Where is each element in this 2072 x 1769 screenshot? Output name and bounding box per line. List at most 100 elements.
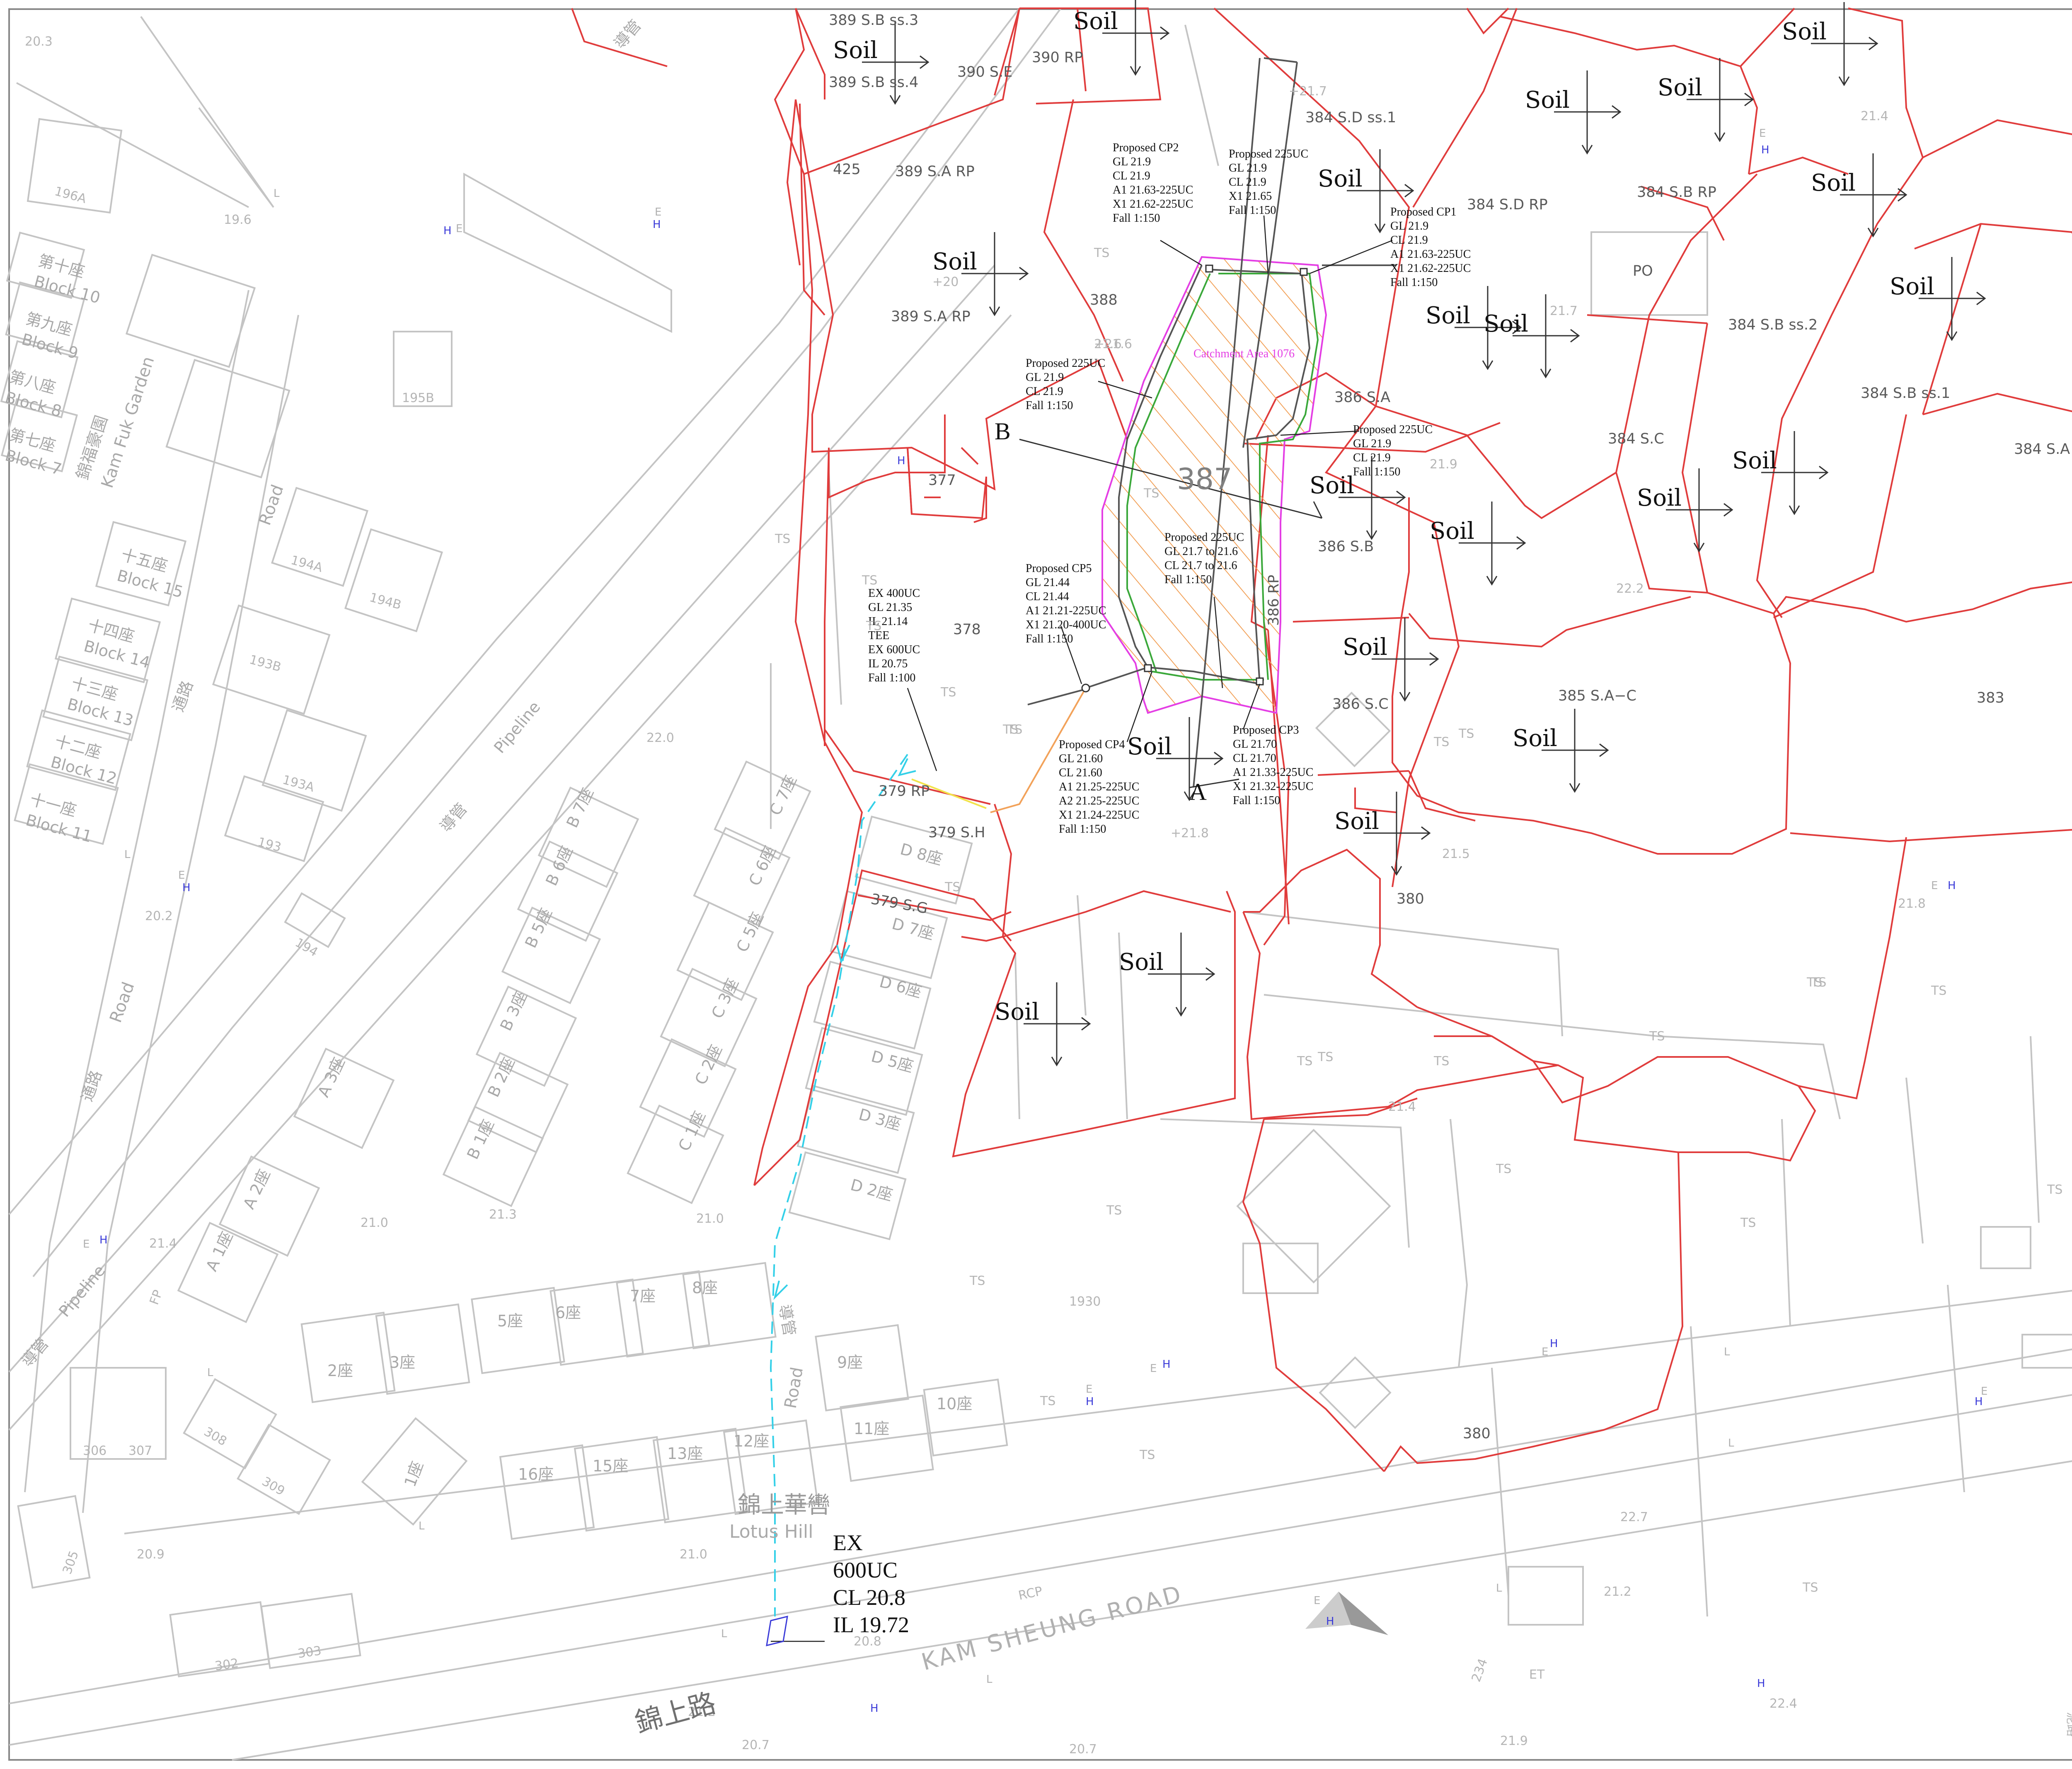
e-marker: E	[1542, 1346, 1548, 1358]
annotation-line: Fall 1:150	[1164, 573, 1212, 586]
h-marker: H	[99, 1234, 108, 1246]
block-label: 5座	[497, 1312, 523, 1330]
e-marker: E	[1150, 1362, 1157, 1375]
ts-labels: TSTSTSTSTSTSTSTSTSTSTSTSTSTSTSTSTSTSTSTS…	[775, 246, 2062, 1595]
soil-label: Soil	[1343, 634, 1387, 661]
block-label: 13座	[667, 1444, 703, 1463]
h-marker: H	[443, 225, 452, 237]
lot-label: 379 S.H	[928, 824, 985, 841]
ts-label: TS	[1649, 1029, 1665, 1044]
block-label: 2座	[327, 1362, 353, 1380]
spot-level: 21.6	[1094, 337, 1122, 351]
soil-label: Soil	[1890, 273, 1934, 300]
soil-cross-symbol	[1459, 502, 1526, 586]
lot-label: 384 S.D RP	[1467, 196, 1548, 213]
ex-outfall-line: IL 19.72	[833, 1612, 909, 1637]
lot-label: 384 S.A	[2014, 441, 2070, 458]
lot-label: 390 RP	[1032, 49, 1083, 66]
annotation-line: Proposed 225UC	[1229, 148, 1308, 160]
lot-label: 377	[928, 472, 956, 489]
h-marker: H	[1086, 1396, 1094, 1408]
ts-label: TS	[1433, 735, 1449, 749]
ex-outfall-line: CL 20.8	[833, 1585, 905, 1610]
ts-label: TS	[862, 573, 877, 588]
annotation-line: A1 21.21-225UC	[1026, 604, 1106, 617]
annotation-line: GL 21.44	[1026, 576, 1070, 589]
h-marker: H	[653, 218, 661, 231]
soil-cross-symbol	[862, 21, 929, 105]
soil-cross-symbol	[1840, 153, 1907, 237]
annotation-line: GL 21.35	[868, 601, 912, 614]
annotation-line: CL 21.9	[1026, 385, 1063, 398]
annotation-line: GL 21.9	[1353, 437, 1391, 450]
lot-label: 383	[1977, 690, 2004, 706]
annotation-line: CL 21.9	[1390, 234, 1428, 247]
annotation-line: Fall 1:150	[1113, 212, 1160, 225]
block-label: 16座	[518, 1465, 554, 1483]
soil-cross-symbol	[961, 232, 1029, 316]
building-number: 307	[128, 1444, 152, 1458]
lot-label: 384 S.D ss.1	[1305, 109, 1396, 126]
annotation-line: X1 21.32-225UC	[1233, 780, 1313, 793]
soil-cross-symbol	[1024, 982, 1091, 1066]
block-label: 8座	[692, 1279, 718, 1297]
base-map-lines	[0, 7, 2072, 1761]
e-marker: E	[1314, 1595, 1320, 1607]
soil-label: Soil	[1119, 949, 1164, 976]
annotation-line: X1 21.62-225UC	[1390, 262, 1471, 275]
spot-level: 21.4	[149, 1236, 177, 1251]
e-marker: E	[1981, 1385, 1987, 1398]
lot-label: 379 RP	[879, 783, 929, 800]
soil-cross-symbol	[1919, 257, 1986, 341]
spot-level: 21.5	[1442, 847, 1470, 861]
l-marker: L	[986, 1673, 992, 1686]
annotation-line: GL 21.7 to 21.6	[1164, 545, 1238, 558]
soil-label: Soil	[1334, 808, 1379, 835]
section-label-b: B	[995, 418, 1011, 445]
soil-label: Soil	[1430, 518, 1474, 545]
annotation-line: X1 21.65	[1229, 190, 1272, 203]
annotation-line: GL 21.9	[1390, 220, 1428, 233]
building-number: 195B	[402, 391, 434, 405]
existing-pipe-yellow	[911, 778, 987, 809]
spot-level: 21.9	[1430, 457, 1457, 472]
e-marker: E	[456, 223, 462, 235]
annotation-line: GL 21.9	[1026, 371, 1064, 384]
lot-label: 384 S.B ss.1	[1861, 385, 1950, 402]
spot-level: 22.2	[1616, 582, 1644, 596]
et-marker: ET	[1529, 1667, 1545, 1682]
l-marker: L	[124, 848, 131, 861]
spot-level: +20	[932, 275, 959, 289]
ts-label: TS	[1007, 722, 1022, 737]
annotation-line: IL 21.14	[868, 615, 908, 628]
soil-cross-symbol	[1102, 0, 1170, 76]
h-marker: H	[870, 1702, 879, 1715]
annotation-line: Fall 1:150	[1233, 794, 1280, 807]
annotation-line: Fall 1:150	[1026, 399, 1073, 412]
soil-cross-symbol	[1542, 709, 1609, 793]
spot-level: 21.8	[1898, 897, 1926, 911]
soil-label: Soil	[995, 998, 1039, 1025]
lot-label: 425	[833, 161, 861, 178]
annotation-line: CL 21.9	[1229, 176, 1266, 189]
annotation-line: Fall 1:100	[868, 671, 915, 684]
ts-label: TS	[1094, 246, 1109, 260]
ts-label: TS	[1002, 722, 1018, 737]
ts-label: TS	[1143, 486, 1159, 501]
building-number: 1930	[1069, 1294, 1101, 1309]
section-lines	[1019, 439, 1323, 788]
h-marker: H	[897, 455, 905, 467]
block-label: 9座	[837, 1353, 863, 1372]
soil-cross-symbol	[1687, 58, 1754, 142]
spot-level: 20.8	[854, 1634, 881, 1649]
h-marker: H	[1550, 1338, 1558, 1350]
ts-label: TS	[969, 1274, 985, 1288]
ts-label: TS	[1806, 975, 1822, 990]
lot-label: 389 S.B ss.3	[829, 12, 918, 29]
lot-label: 389 S.A RP	[891, 308, 971, 325]
lot-label: 386 RP	[1266, 575, 1282, 626]
annotation-line: GL 21.9	[1229, 162, 1267, 174]
e-marker: E	[83, 1238, 90, 1250]
l-marker: L	[1728, 1437, 1734, 1449]
spot-level: 21.2	[1604, 1585, 1631, 1599]
